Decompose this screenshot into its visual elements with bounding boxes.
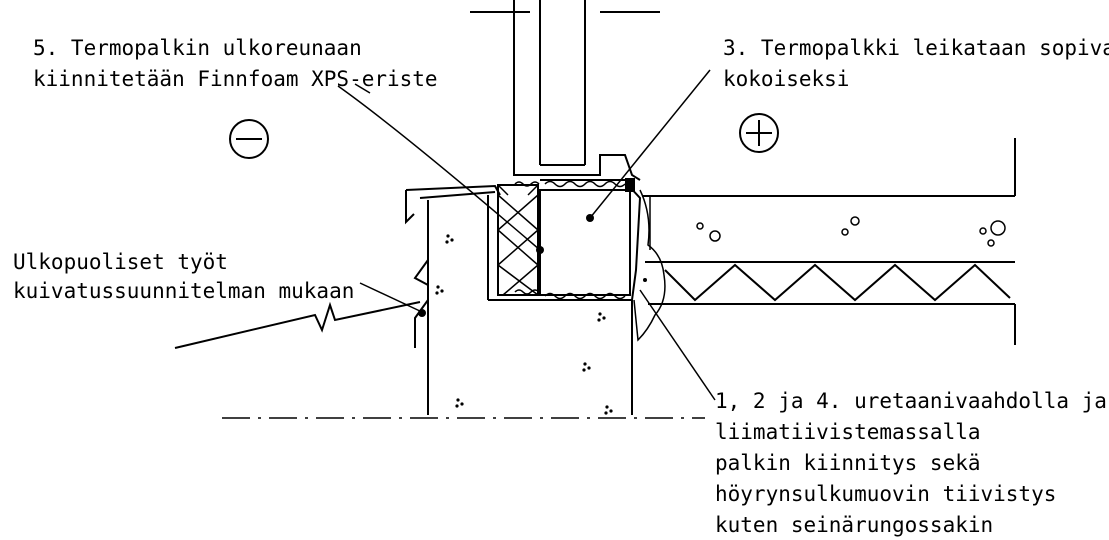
note124-line4: höyrynsulkumuovin tiivistys <box>715 482 1056 506</box>
floor-slab <box>642 138 1016 345</box>
thermal-beam <box>514 178 635 300</box>
outside-work-line2: kuivatussuunnitelman mukaan <box>13 279 354 303</box>
foundation-wall <box>427 195 633 415</box>
outer-flashing <box>405 184 501 348</box>
leader-lines <box>337 69 716 401</box>
note5-line1: 5. Termopalkin ulkoreunaan <box>33 36 362 60</box>
xps-insulation <box>497 184 539 296</box>
vapor-seal <box>627 184 666 342</box>
note124-line2: liimatiivistemassalla <box>715 420 981 444</box>
note124-line3: palkin kiinnitys sekä <box>715 451 981 475</box>
upper-structure <box>470 0 660 181</box>
outside-work-line1: Ulkopuoliset työt <box>13 250 228 274</box>
plus-symbol <box>739 113 779 153</box>
note124-line1: 1, 2 ja 4. uretaanivaahdolla ja <box>715 389 1107 413</box>
break-line <box>174 301 421 349</box>
note3-line1: 3. Termopalkki leikataan sopivan <box>723 36 1109 60</box>
note5-line2: kiinnitetään Finnfoam XPS-eriste <box>33 67 438 91</box>
note124-line5: kuten seinärungossakin <box>715 513 993 537</box>
minus-symbol <box>229 119 269 159</box>
note3-line2: kokoiseksi <box>723 67 849 91</box>
